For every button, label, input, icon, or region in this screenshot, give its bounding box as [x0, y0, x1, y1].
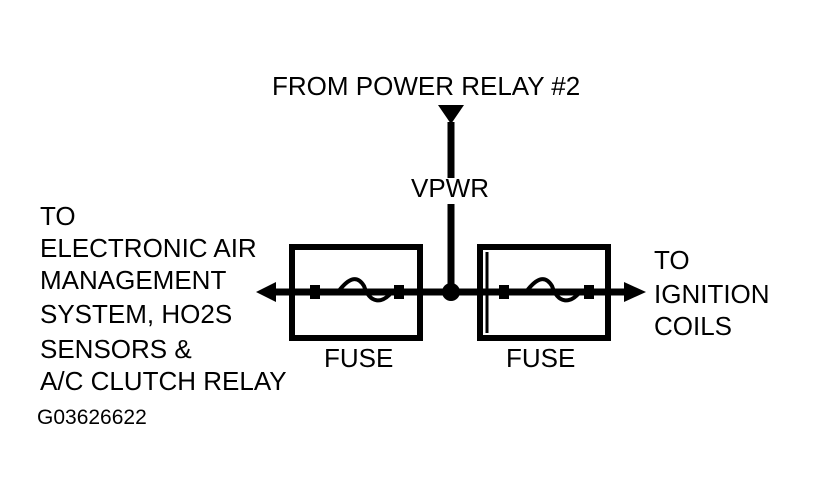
left-destination-line: A/C CLUTCH RELAY	[40, 366, 287, 396]
left-fuse-label: FUSE	[324, 343, 394, 373]
right-fuse-terminal-icon	[584, 285, 594, 299]
left-fuse-element-icon	[316, 277, 400, 303]
left-destination-line: MANAGEMENT	[40, 265, 227, 295]
right-destination-line: IGNITION	[654, 279, 770, 309]
splice-junction-icon	[442, 283, 460, 301]
source-arrow-icon	[438, 105, 464, 124]
right-destination-line: COILS	[654, 311, 733, 341]
left-destination-line: TO	[40, 201, 76, 231]
left-destination-line: SENSORS &	[40, 334, 192, 364]
vpwr-label: VPWR	[411, 173, 489, 203]
left-fuse-terminal-icon	[394, 285, 404, 299]
left-fuse-terminal-icon	[310, 285, 320, 299]
left-destination-line: ELECTRONIC AIR	[40, 233, 257, 263]
right-destination-line: TO	[654, 245, 690, 275]
left-fuse-box	[289, 244, 423, 341]
right-arrow-icon	[624, 282, 646, 302]
left-arrow-icon	[256, 282, 276, 302]
figure-code: G03626622	[37, 406, 147, 429]
left-destination-line: SYSTEM, HO2S	[40, 299, 233, 329]
right-fuse-element-icon	[505, 277, 590, 303]
right-fuse-terminal-icon	[499, 285, 509, 299]
right-fuse-box	[477, 244, 611, 341]
source-label: FROM POWER RELAY #2	[272, 71, 581, 101]
right-fuse-label: FUSE	[506, 343, 576, 373]
